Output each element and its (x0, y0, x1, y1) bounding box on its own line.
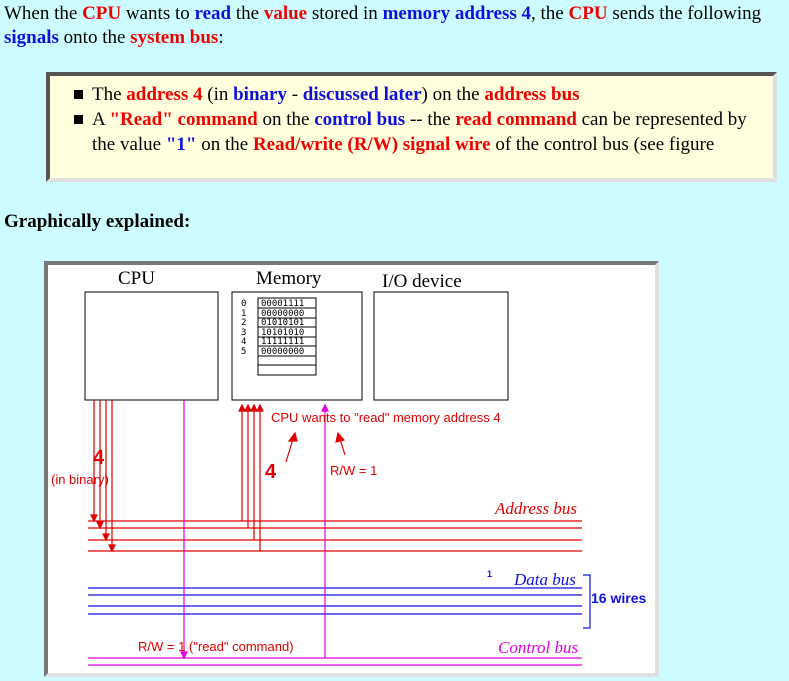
memory-addr-4: 4 (241, 337, 246, 347)
control-bus-label: Control bus (498, 638, 579, 657)
discussed-later-link[interactable]: discussed later (302, 84, 422, 105)
memory-value-1: 00000000 (261, 309, 304, 319)
memory-addr-3: 3 (241, 328, 246, 338)
rw-equals-one-label: R/W = 1 (330, 463, 377, 478)
square-bullet-icon (74, 115, 83, 124)
binary-link[interactable]: binary (233, 84, 287, 105)
address-value-four-mid: 4 (265, 461, 277, 483)
callout-list: The address 4 (in binary - discussed lat… (50, 76, 773, 157)
callout-box: The address 4 (in binary - discussed lat… (46, 72, 777, 182)
annotation-read-address: CPU wants to "read" memory address 4 (271, 410, 501, 425)
address-value-four-left: 4 (93, 447, 105, 469)
memory-addr-2: 2 (241, 318, 246, 328)
value-term: value (263, 3, 308, 24)
memory-addr-1: 1 (241, 309, 246, 319)
control-bus-lines (88, 657, 582, 666)
memory-value-4: 11111111 (261, 337, 304, 347)
cpu-box (84, 291, 219, 401)
square-bullet-icon (74, 90, 83, 99)
graphically-explained-heading: Graphically explained: (4, 211, 191, 232)
signals-term: signals (4, 27, 59, 48)
cpu-address-lines (90, 400, 116, 553)
memory-address-term: memory address 4 (382, 3, 532, 24)
system-bus-term: system bus (130, 27, 219, 48)
memory-label: Memory (256, 268, 322, 289)
rw-control-wire (180, 400, 329, 660)
address-bus-label: Address bus (494, 499, 577, 518)
data-bus-label: Data bus (513, 570, 576, 589)
in-binary-label: (in binary) (51, 472, 109, 487)
io-device-box (373, 291, 509, 401)
memory-value-3: 10101010 (261, 328, 304, 338)
callout-item-address: The address 4 (in binary - discussed lat… (50, 82, 773, 107)
callout-item-read-command: A "Read" command on the control bus -- t… (50, 107, 773, 157)
memory-addr-0: 0 (241, 299, 246, 309)
cpu-term-2: CPU (568, 3, 608, 24)
address-bus-lines (88, 520, 582, 552)
memory-address-lines (238, 403, 264, 551)
system-bus-figure: CPU Memory I/O device 0 00001111 1 00000… (44, 261, 659, 677)
cpu-label: CPU (118, 268, 155, 289)
read-term: read (194, 3, 232, 24)
memory-addr-5: 5 (241, 347, 246, 357)
sixteen-wires-label: 16 wires (591, 590, 646, 606)
memory-value-2: 01010101 (261, 318, 304, 328)
memory-value-5: 00000000 (261, 347, 304, 357)
memory-value-0: 00001111 (261, 299, 304, 309)
system-bus-diagram: CPU Memory I/O device 0 00001111 1 00000… (51, 268, 646, 666)
data-bus-lines (88, 587, 582, 615)
small-one-label: 1 (487, 569, 492, 579)
cpu-term: CPU (82, 3, 122, 24)
io-device-label: I/O device (382, 271, 462, 292)
intro-paragraph: When the CPU wants to read the value sto… (4, 3, 762, 48)
memory-cells: 0 00001111 1 00000000 2 01010101 3 10101… (241, 297, 317, 376)
data-bus-bracket (583, 574, 591, 629)
annotation-arrows (285, 431, 346, 463)
rw-read-command-label: R/W = 1 ("read" command) (138, 639, 294, 654)
